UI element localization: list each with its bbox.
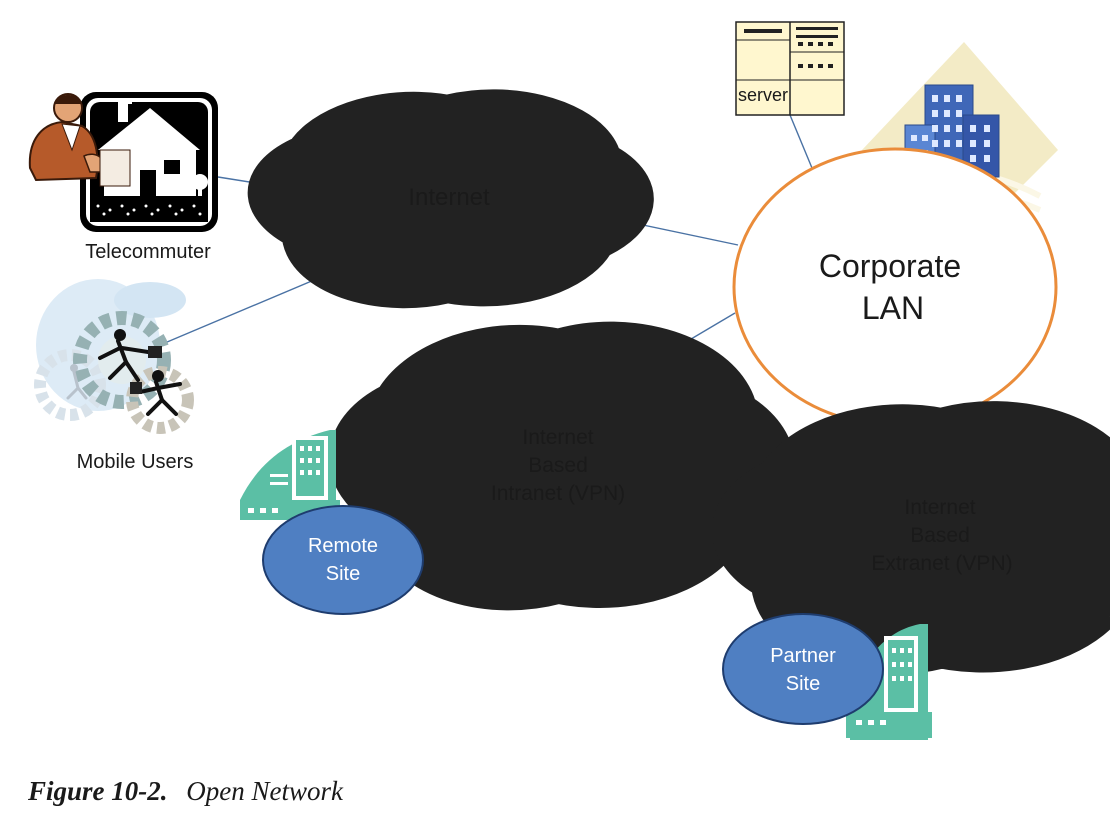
businessman-icon (28, 93, 131, 187)
server-icon (735, 21, 845, 116)
intranet-label-line1: Internet (522, 426, 593, 449)
intranet-label-line3: Intranet (VPN) (491, 482, 625, 505)
mobile-users-label: Mobile Users (77, 451, 194, 473)
mobile-users-node: Mobile Users (34, 279, 194, 473)
corporate-lan-label-line2: LAN (862, 290, 924, 326)
network-diagram: Telecommuter (28, 21, 1110, 740)
figure-caption: Figure 10-2. Open Network (28, 776, 343, 807)
partner-site-label-line1: Partner (770, 645, 836, 667)
partner-site-label-line2: Site (786, 673, 820, 695)
corporate-lan-label-line1: Corporate (819, 248, 961, 284)
faded-runner-icon (66, 364, 88, 400)
extranet-label-line3: Extranet (VPN) (871, 552, 1012, 575)
intranet-vpn-cloud: Internet Based Intranet (VPN) (427, 388, 697, 544)
extranet-vpn-cloud: Internet Based Extranet (VPN) (810, 464, 1080, 612)
remote-building-icon (240, 430, 340, 520)
link-server-lan (789, 114, 813, 169)
figure-title: Open Network (186, 776, 343, 806)
telecommuter-label: Telecommuter (85, 241, 211, 263)
remote-site-label-line2: Site (326, 563, 360, 585)
telecommuter-node: Telecommuter (28, 92, 218, 263)
remote-site-node: Remote Site (240, 430, 424, 615)
server-label: server (738, 85, 788, 105)
remote-site-label-line1: Remote (308, 535, 378, 557)
internet-label: Internet (408, 184, 490, 211)
figure-number: Figure 10-2. (28, 776, 168, 806)
partner-site-node: Partner Site (722, 613, 932, 740)
internet-cloud: Internet (333, 140, 568, 258)
gears-icon (34, 279, 194, 434)
running-businessmen-icon (98, 329, 182, 416)
intranet-label-line2: Based (528, 454, 588, 477)
extranet-label-line2: Based (910, 524, 970, 547)
house-icon (80, 92, 218, 232)
partner-building-icon (846, 624, 932, 740)
extranet-label-line1: Internet (904, 496, 975, 519)
server-node: server (735, 21, 845, 116)
corporate-lan-node: Corporate LAN (732, 147, 1058, 427)
